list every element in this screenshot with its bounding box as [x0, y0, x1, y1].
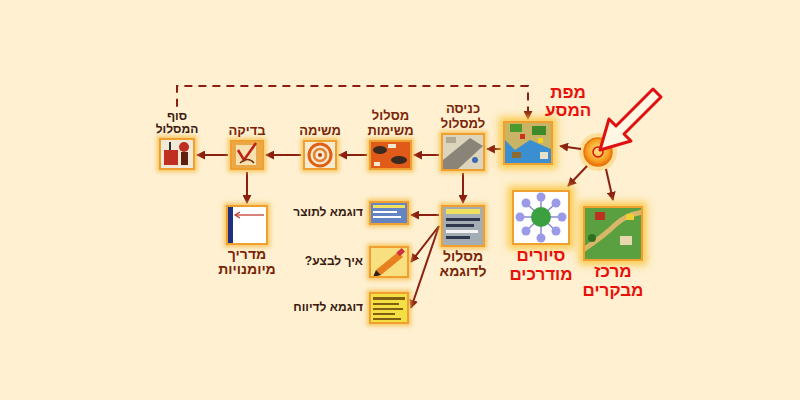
- node-label: כניסה למסלול: [441, 102, 485, 131]
- icon-box: סיורים מודרכים: [512, 190, 570, 245]
- node-label: סיורים מודרכים: [509, 247, 572, 284]
- flow-arrow: [487, 148, 501, 150]
- node-label: מפת המסע: [545, 84, 591, 121]
- flow-arrow: [246, 172, 248, 203]
- flow-arrow: [411, 214, 439, 216]
- icon-box: מסלול לדוגמא: [441, 205, 485, 247]
- icon-box: סוף המסלול: [159, 138, 195, 170]
- flow-arrow: [411, 226, 439, 262]
- pointer-arrow: [600, 89, 661, 150]
- node-label: איך לבצע?: [305, 255, 363, 268]
- node-label: מסלול לדוגמא: [440, 249, 487, 280]
- icon-box: מדריך מיומנויות: [226, 205, 268, 245]
- tours-icon: [512, 190, 570, 245]
- entry-icon: [441, 133, 485, 171]
- tasks-icon: [369, 140, 412, 170]
- node-label: מסלול משימות: [367, 109, 413, 138]
- flow-arrow: [197, 154, 228, 156]
- node-label: סוף המסלול: [156, 110, 199, 136]
- flow-arrow: [462, 173, 464, 203]
- report-icon: [369, 292, 409, 324]
- flow-arrow: [339, 154, 367, 156]
- icon-box: איך לבצע?: [369, 246, 409, 278]
- icon-box: מסלול משימות: [369, 140, 412, 170]
- icon-box: מפת המסע: [503, 121, 553, 165]
- mission-icon: [303, 140, 337, 170]
- icon-box: משימה: [303, 140, 337, 170]
- icon-box: מרכז מבקרים: [583, 206, 643, 261]
- node-label: מרכז מבקרים: [583, 263, 644, 300]
- flow-arrow: [414, 154, 439, 156]
- flow-arrow: [411, 226, 439, 308]
- icon-box: בדיקה: [230, 140, 264, 170]
- node-label: בדיקה: [228, 124, 265, 138]
- example-icon: [441, 205, 485, 247]
- check-icon: [230, 140, 264, 170]
- product-icon: [369, 201, 409, 225]
- visitor-center-icon: [583, 206, 643, 261]
- icon-box: כניסה למסלול: [441, 133, 485, 171]
- howto-icon: [369, 246, 409, 278]
- icon-box: דוגמא לתוצר: [369, 201, 409, 225]
- map-icon: [503, 121, 553, 165]
- guide-icon: [226, 205, 268, 245]
- node-label: דוגמא לתוצר: [293, 206, 363, 219]
- node-label: משימה: [299, 124, 341, 138]
- flow-arrow: [266, 154, 301, 156]
- icon-box: דוגמא לדיווח: [369, 292, 409, 324]
- node-label: מדריך מיומנויות: [218, 247, 276, 278]
- end-icon: [159, 138, 195, 170]
- node-label: דוגמא לדיווח: [293, 301, 363, 314]
